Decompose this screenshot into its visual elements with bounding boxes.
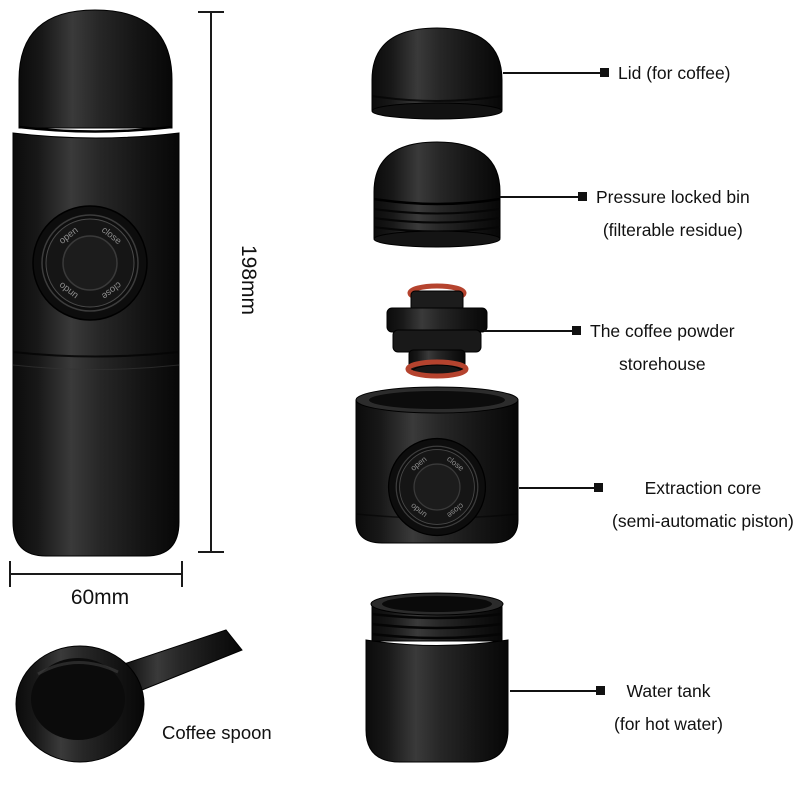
dimension-width-line [9, 561, 183, 587]
leader-lid [503, 68, 609, 77]
label-powder-storehouse-line1: The coffee powder [590, 321, 735, 341]
label-powder-storehouse: The coffee powder storehouse [590, 315, 735, 381]
leader-water-tank [510, 686, 605, 695]
marker-square [594, 483, 603, 492]
part-extraction-core: open close close undo [355, 386, 519, 544]
assembled-device: open close close undo [12, 9, 180, 557]
label-pressure-bin-line2: (filterable residue) [602, 220, 743, 240]
label-water-tank: Water tank (for hot water) [614, 675, 723, 741]
marker-square [596, 686, 605, 695]
dimension-height-line [198, 11, 224, 553]
width-dimension-label: 60mm [70, 586, 130, 609]
marker-square [600, 68, 609, 77]
marker-square [572, 326, 581, 335]
label-powder-storehouse-line2: storehouse [619, 354, 706, 374]
label-pressure-bin-line1: Pressure locked bin [596, 187, 750, 207]
height-dimension-label: 198mm [237, 244, 260, 316]
device-dial: open close close undo [32, 205, 148, 321]
label-water-tank-line1: Water tank [626, 681, 711, 701]
label-pressure-bin: Pressure locked bin (filterable residue) [596, 181, 750, 247]
part-powder-storehouse [386, 283, 488, 379]
label-water-tank-line2: (for hot water) [614, 714, 723, 734]
red-oring-bottom [405, 359, 469, 379]
label-extraction-core-line1: Extraction core [644, 478, 762, 498]
core-dial: open close close undo [387, 437, 487, 537]
leader-lines [484, 68, 609, 695]
part-pressure-bin [373, 141, 501, 248]
coffee-spoon-label: Coffee spoon [162, 722, 272, 743]
leader-extraction-core [519, 483, 603, 492]
part-water-tank [365, 592, 509, 763]
coffee-spoon [15, 629, 243, 763]
label-lid: Lid (for coffee) [618, 57, 731, 90]
leader-powder-storehouse [484, 326, 581, 335]
label-lid-line1: Lid (for coffee) [618, 63, 731, 83]
part-lid [371, 27, 503, 120]
leader-pressure-bin [500, 192, 587, 201]
marker-square [578, 192, 587, 201]
label-extraction-core: Extraction core (semi-automatic piston) [612, 472, 794, 538]
label-extraction-core-line2: (semi-automatic piston) [612, 511, 794, 531]
